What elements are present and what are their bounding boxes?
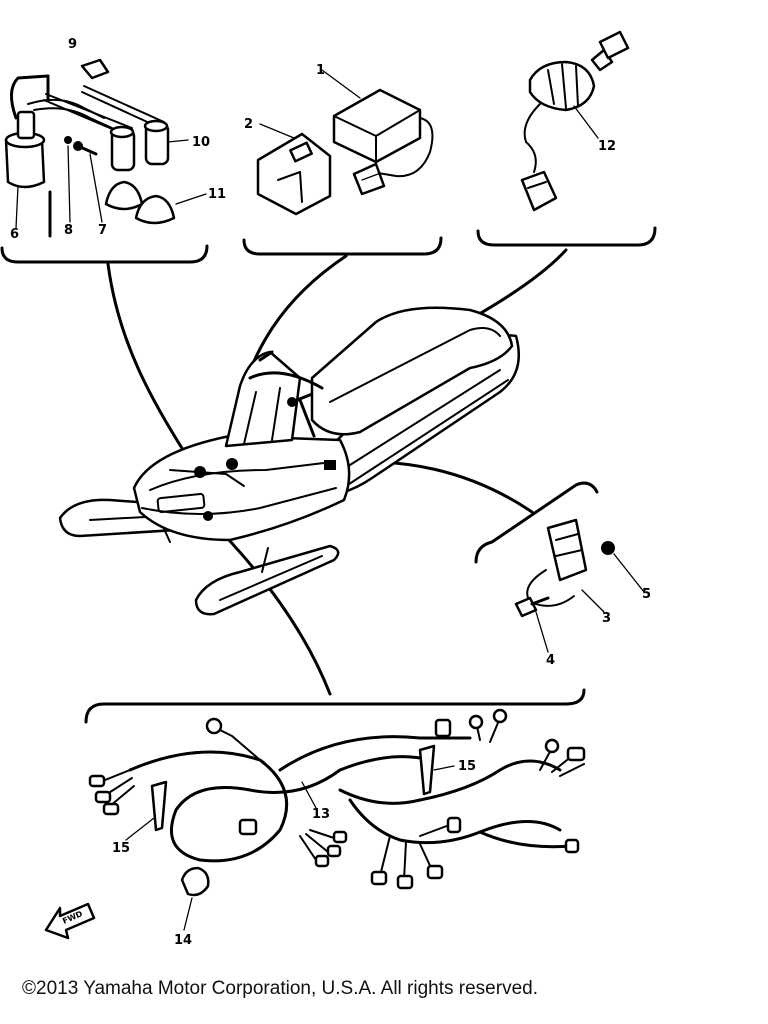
copyright-notice: ©2013 Yamaha Motor Corporation, U.S.A. A… (22, 978, 538, 999)
snowmobile-illustration (58, 306, 520, 616)
spark-plug-cap (43, 85, 170, 172)
callout-12: 12 (598, 139, 616, 154)
cable-tie (418, 744, 436, 796)
callout-9: 9 (68, 37, 77, 52)
group-bracket-cdi (242, 236, 443, 256)
group-bracket-main-switch (476, 226, 657, 247)
callout-15a: 15 (112, 841, 130, 856)
bolt (73, 141, 98, 156)
parts-diagram: 1 2 3 4 5 6 7 8 9 10 11 12 13 14 15 15 F… (0, 30, 657, 948)
forward-arrow-icon: FWD (44, 902, 96, 940)
callout-11: 11 (208, 187, 226, 202)
grommet (104, 180, 176, 225)
harness-clip (180, 866, 210, 897)
callout-4: 4 (546, 653, 555, 668)
callout-1: 1 (316, 63, 325, 78)
callout-7: 7 (98, 223, 107, 238)
callout-14: 14 (174, 933, 192, 948)
group-bracket-rectifier (474, 481, 599, 564)
ignitor-unit (332, 88, 434, 196)
cable-tie (150, 780, 168, 832)
callout-6: 6 (10, 227, 19, 242)
callout-3: 3 (602, 611, 611, 626)
callout-2: 2 (244, 117, 253, 132)
callout-5: 5 (642, 587, 651, 602)
wire-harness (88, 708, 586, 890)
group-bracket-ignition (0, 244, 209, 264)
group-bracket-harness (84, 688, 586, 724)
clamp (80, 58, 110, 80)
callout-8: 8 (64, 223, 73, 238)
callout-leaders (15, 69, 645, 931)
washer (64, 136, 72, 144)
bolt (514, 596, 550, 618)
main-switch (520, 30, 630, 212)
callout-13: 13 (312, 807, 330, 822)
cdi-unit (256, 132, 332, 216)
rectifier (526, 518, 588, 607)
callout-15b: 15 (458, 759, 476, 774)
callout-10: 10 (192, 135, 210, 150)
nut (601, 541, 615, 555)
